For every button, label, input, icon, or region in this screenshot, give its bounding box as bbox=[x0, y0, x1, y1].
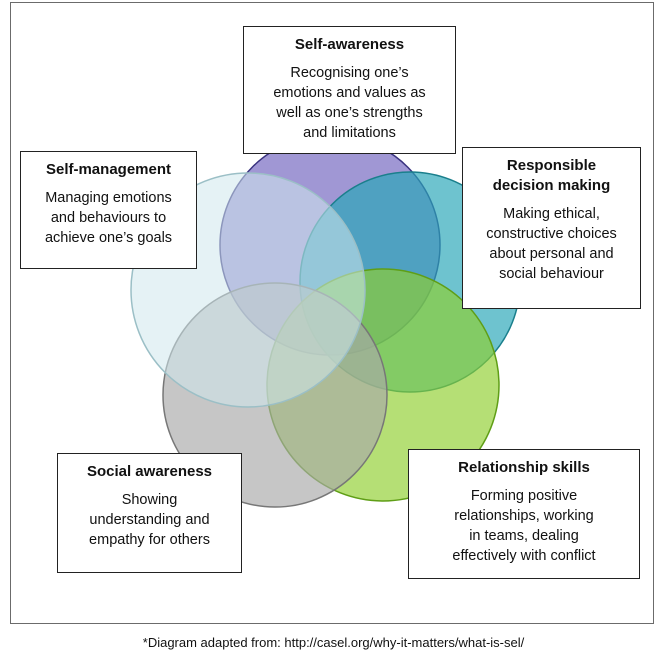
desc-line: achieve one’s goals bbox=[44, 230, 173, 246]
self-awareness-title: Self-awareness bbox=[294, 36, 405, 53]
title-line: decision making bbox=[492, 177, 611, 194]
desc-line: Showing bbox=[121, 492, 178, 508]
self-awareness-box: Self-awareness Recognising one’s emotion… bbox=[243, 26, 456, 154]
responsible-decision-making-description: Making ethical, constructive choices abo… bbox=[471, 204, 632, 284]
responsible-decision-making-box: Responsible decision making Making ethic… bbox=[462, 147, 641, 309]
social-awareness-box: Social awareness Showing understanding a… bbox=[57, 453, 242, 573]
relationship-skills-description: Forming positive relationships, working … bbox=[417, 486, 631, 566]
desc-line: social behaviour bbox=[499, 266, 604, 282]
self-awareness-description: Recognising one’s emotions and values as… bbox=[252, 63, 447, 143]
title-line: Responsible bbox=[506, 157, 597, 174]
source-caption: *Diagram adapted from: http://casel.org/… bbox=[142, 635, 525, 650]
desc-line: about personal and bbox=[489, 246, 614, 262]
self-management-title: Self-management bbox=[45, 161, 172, 178]
desc-line: Recognising one’s bbox=[290, 65, 409, 81]
desc-line: understanding and bbox=[89, 512, 210, 528]
desc-line: well as one’s strengths bbox=[276, 105, 423, 121]
social-awareness-description: Showing understanding and empathy for ot… bbox=[66, 490, 233, 550]
self-management-description: Managing emotions and behaviours to achi… bbox=[29, 188, 188, 248]
desc-line: and limitations bbox=[303, 125, 396, 141]
social-awareness-title: Social awareness bbox=[86, 463, 213, 480]
desc-line: Making ethical, bbox=[503, 206, 600, 222]
relationship-skills-box: Relationship skills Forming positive rel… bbox=[408, 449, 640, 579]
desc-line: emotions and values as bbox=[273, 85, 426, 101]
desc-line: relationships, working bbox=[454, 508, 594, 524]
self-management-box: Self-management Managing emotions and be… bbox=[20, 151, 197, 269]
desc-line: in teams, dealing bbox=[469, 528, 579, 544]
responsible-decision-making-title: Responsible decision making bbox=[471, 156, 632, 196]
desc-line: and behaviours to bbox=[50, 210, 167, 226]
desc-line: empathy for others bbox=[89, 532, 210, 548]
desc-line: effectively with conflict bbox=[452, 548, 596, 564]
desc-line: Forming positive bbox=[470, 488, 578, 504]
relationship-skills-title: Relationship skills bbox=[458, 459, 590, 476]
desc-line: constructive choices bbox=[486, 226, 617, 242]
desc-line: Managing emotions bbox=[45, 190, 172, 206]
